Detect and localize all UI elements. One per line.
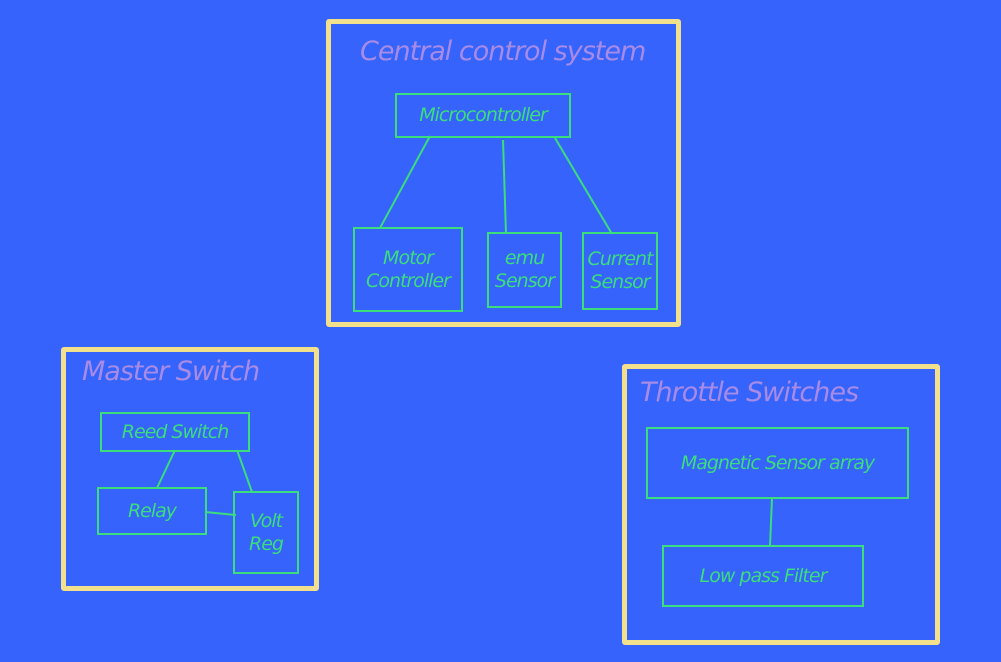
group-throttle (622, 364, 940, 645)
node-reed-switch: Reed Switch (100, 412, 250, 452)
group-throttle-title: Throttle Switches (640, 377, 859, 408)
node-magnetic-sensor-array: Magnetic Sensor array (646, 427, 909, 499)
node-low-pass-filter: Low pass Filter (662, 545, 864, 607)
node-motor-controller: Motor Controller (353, 227, 463, 312)
edge-relay-volt (204, 511, 237, 516)
edge-micro-current (554, 137, 613, 235)
node-current-sensor: Current Sensor (582, 232, 658, 310)
group-central (326, 19, 681, 327)
edge-micro-emu (502, 139, 507, 235)
edge-micro-motor (379, 135, 431, 229)
node-relay: Relay (97, 487, 207, 535)
node-emu-sensor: emu Sensor (487, 232, 562, 308)
node-microcontroller: Microcontroller (395, 93, 571, 138)
group-master-title: Master Switch (82, 356, 260, 387)
edge-reed-volt (236, 449, 253, 493)
group-master (61, 347, 319, 591)
node-volt-reg: Volt Reg (233, 491, 299, 574)
group-central-title: Central control system (360, 36, 646, 67)
edge-reed-relay (156, 449, 176, 489)
edge-mag-lpf (769, 497, 773, 547)
